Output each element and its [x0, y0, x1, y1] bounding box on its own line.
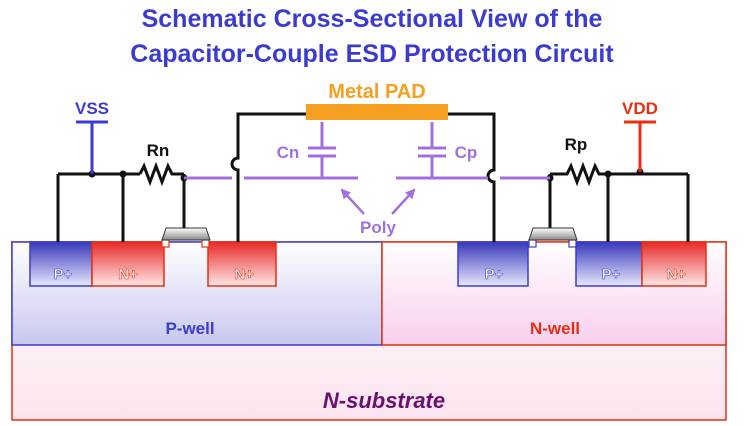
n-well-label: N-well [530, 319, 580, 338]
nmos-gate [161, 227, 211, 241]
p-plus-right-label: P+ [602, 266, 621, 283]
ldd-left-a [161, 239, 170, 248]
resistor-rn [138, 161, 184, 187]
title-line-1: Schematic Cross-Sectional View of the [141, 5, 603, 33]
metal-pad-bar [306, 104, 448, 120]
poly-lines [184, 122, 550, 180]
p-plus-right-region [575, 241, 643, 287]
vss-rail [76, 120, 108, 174]
rn-label: Rn [147, 141, 170, 160]
p-plus-left-region [29, 241, 93, 287]
n-plus-right-label: N+ [666, 266, 686, 283]
resistor-rp [550, 161, 603, 187]
ldd-right-b [568, 239, 577, 248]
rp-label: Rp [565, 135, 588, 154]
cp-label: Cp [455, 143, 478, 162]
p-well-label: P-well [165, 319, 214, 338]
n-plus-mid-label: N+ [234, 266, 254, 283]
p-plus-mid-label: P+ [485, 266, 504, 283]
n-plus-right-region [641, 241, 707, 287]
node-left-2 [119, 170, 127, 178]
title-line-2: Capacitor-Couple ESD Protection Circuit [130, 40, 614, 68]
ldd-right-a [528, 239, 537, 248]
vdd-rail [624, 120, 656, 172]
n-plus-mid-region [207, 241, 277, 287]
vss-label: VSS [75, 99, 109, 118]
node-right-2 [604, 170, 612, 178]
poly-arrow-right [391, 188, 416, 215]
poly-arrow-left [340, 188, 365, 215]
n-plus-left-region [91, 241, 165, 287]
poly-label: Poly [360, 218, 396, 237]
n-substrate-label: N-substrate [323, 388, 445, 413]
p-plus-left-label: P+ [54, 266, 73, 283]
ldd-left-b [201, 239, 210, 248]
pmos-gate [528, 227, 578, 241]
vdd-label: VDD [622, 99, 658, 118]
metal-pad-label: Metal PAD [328, 81, 425, 103]
cn-label: Cn [277, 143, 300, 162]
n-plus-left-label: N+ [118, 266, 138, 283]
p-plus-mid-region [457, 241, 529, 287]
